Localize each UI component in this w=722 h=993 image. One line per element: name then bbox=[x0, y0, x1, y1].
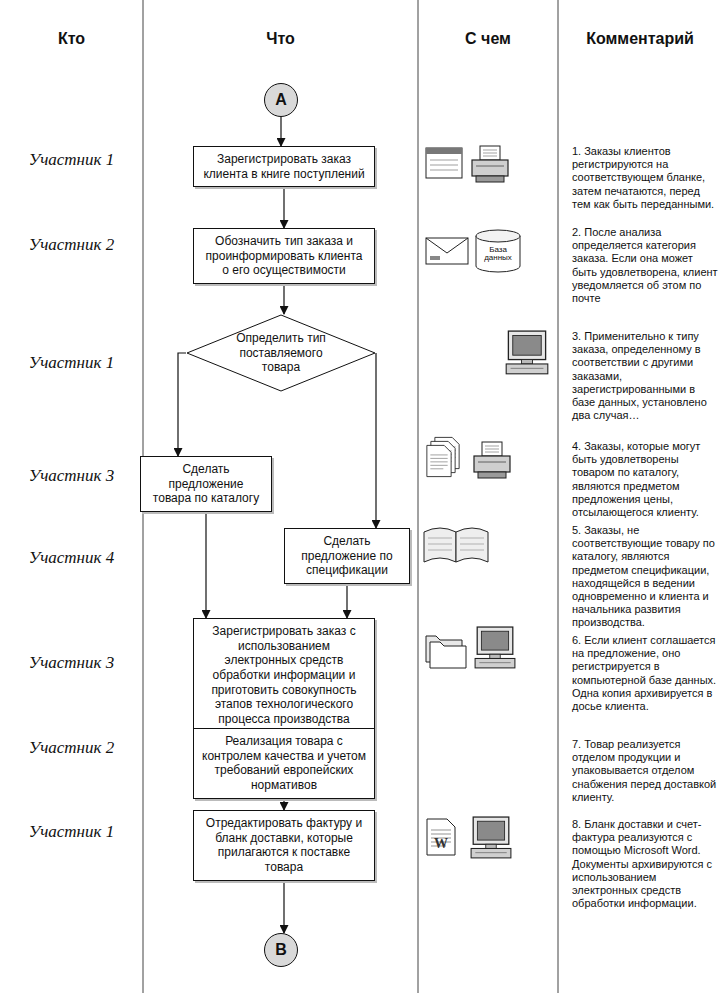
node-text: Отредактировать фактуру и бланк доставки… bbox=[201, 816, 367, 875]
flow-arrow bbox=[283, 881, 284, 934]
participant-label: Участник 3 bbox=[0, 466, 143, 486]
node-text: Сделать предложение по спецификации bbox=[292, 534, 402, 578]
comment-text: 4. Заказы, которые могут быть удовлетвор… bbox=[572, 440, 718, 519]
participant-label: Участник 1 bbox=[0, 150, 143, 170]
connector-circle: B bbox=[264, 933, 298, 967]
printer-icon bbox=[472, 146, 508, 182]
process-box: Отредактировать фактуру и бланк доставки… bbox=[193, 810, 375, 881]
flow-arrow bbox=[178, 353, 186, 456]
process-box: Реализация товара с контролем качества и… bbox=[193, 728, 375, 799]
participant-label: Участник 1 bbox=[0, 822, 143, 842]
comment-text: 6. Если клиент соглашается на предложени… bbox=[572, 634, 718, 713]
node-text: A bbox=[275, 91, 287, 109]
comment-text: 8. Бланк доставки и счет-фактура реализу… bbox=[572, 818, 718, 910]
column-header: Кто bbox=[0, 30, 143, 48]
node-text: Зарегистрировать заказ клиента в книге п… bbox=[201, 152, 367, 181]
decision-diamond: Определить тип поставляемого товара bbox=[186, 314, 376, 392]
comment-text: 5. Заказы, не соответствующие товару по … bbox=[572, 524, 718, 630]
column-divider bbox=[143, 0, 558, 993]
database-label: База данных bbox=[478, 246, 518, 263]
comment-text: 2. После анализа определяется категория … bbox=[572, 226, 718, 305]
column-header: Что bbox=[143, 30, 418, 48]
computer-icon bbox=[506, 331, 548, 374]
node-text: Обозначить тип заказа и проинформировать… bbox=[201, 234, 367, 278]
process-box: Зарегистрировать заказ клиента в книге п… bbox=[193, 146, 375, 187]
participant-label: Участник 3 bbox=[0, 653, 143, 673]
folder-icon bbox=[426, 636, 466, 668]
connector-circle: A bbox=[264, 83, 298, 117]
comment-text: 7. Товар реализуется отделом продукции и… bbox=[572, 738, 718, 804]
word-logo: W bbox=[431, 836, 451, 852]
process-box: Сделать предложение товара по каталогу bbox=[140, 456, 272, 512]
flow-arrow bbox=[283, 187, 284, 228]
flow-arrow bbox=[283, 284, 284, 314]
flow-arrow bbox=[283, 799, 284, 811]
database-cylinder bbox=[476, 230, 520, 272]
process-box: Обозначить тип заказа и проинформировать… bbox=[193, 228, 375, 284]
book-icon bbox=[424, 528, 488, 562]
computer-icon bbox=[475, 627, 515, 668]
participant-label: Участник 2 bbox=[0, 738, 143, 758]
node-text: Сделать предложение товара по каталогу bbox=[148, 462, 264, 506]
papers-icon bbox=[427, 437, 459, 476]
comment-text: 1. Заказы клиентов регистрируются на соо… bbox=[572, 145, 718, 211]
column-header: С чем bbox=[418, 30, 558, 48]
printer-icon bbox=[474, 442, 510, 478]
node-text: B bbox=[275, 941, 287, 959]
comment-text: 3. Применительно к типу заказа, определе… bbox=[572, 330, 718, 422]
node-text: Зарегистрировать заказ с использованием … bbox=[201, 624, 367, 726]
process-box: Сделать предложение по спецификации bbox=[284, 528, 410, 584]
flow-arrow bbox=[205, 512, 206, 618]
envelope-icon bbox=[426, 238, 468, 264]
flow-arrow bbox=[375, 353, 376, 528]
flow-arrow bbox=[346, 584, 347, 618]
process-box: Зарегистрировать заказ с использованием … bbox=[193, 618, 375, 732]
column-header: Комментарий bbox=[558, 30, 722, 48]
node-text: Определить тип поставляемого товара bbox=[225, 331, 337, 375]
flow-arrow bbox=[280, 117, 281, 146]
form-icon bbox=[426, 148, 462, 178]
participant-label: Участник 1 bbox=[0, 353, 143, 373]
node-text: Реализация товара с контролем качества и… bbox=[201, 734, 367, 793]
word-document-icon bbox=[427, 819, 455, 855]
participant-label: Участник 2 bbox=[0, 235, 143, 255]
computer-icon bbox=[471, 817, 511, 858]
participant-label: Участник 4 bbox=[0, 548, 143, 568]
